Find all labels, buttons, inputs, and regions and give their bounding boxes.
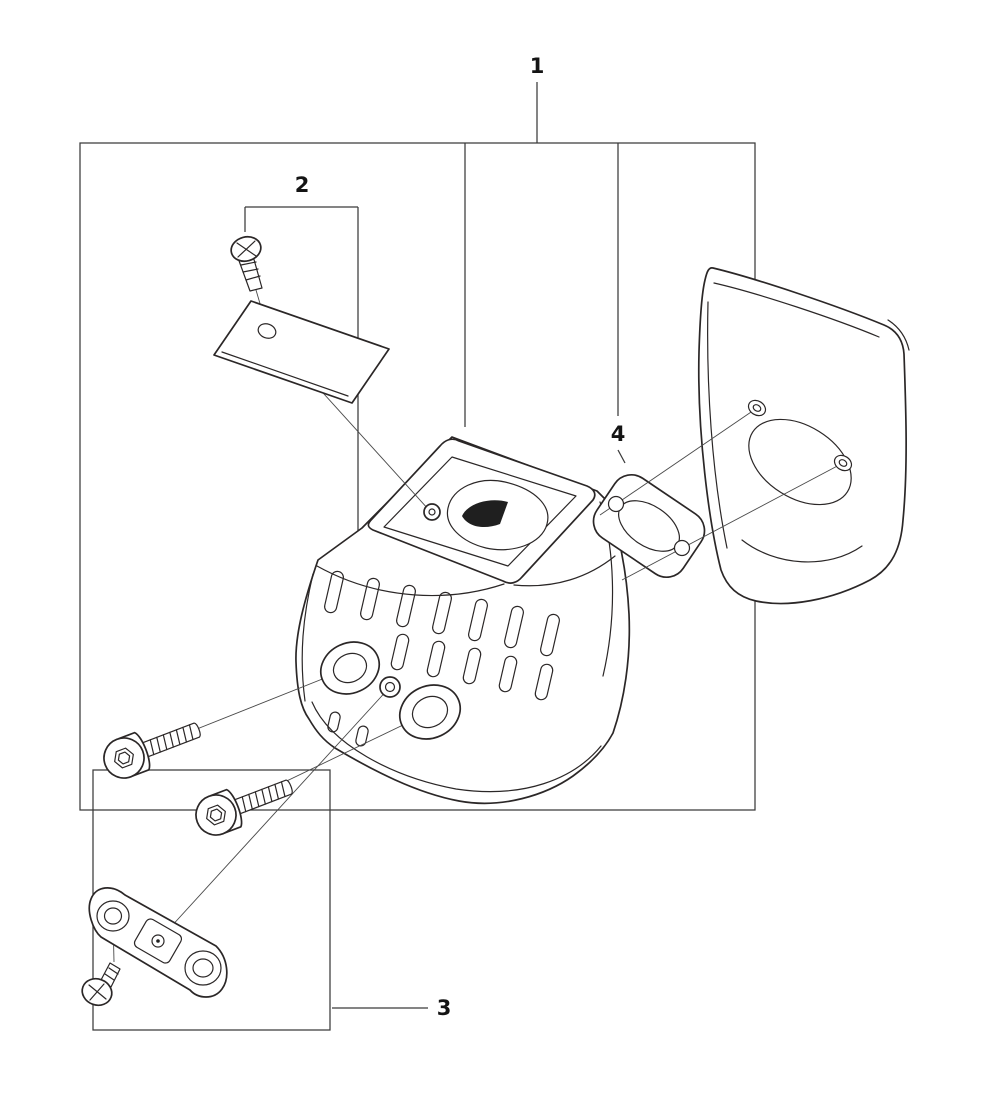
cover-axis-line-2: [621, 462, 844, 581]
deflector-screw: [230, 235, 263, 292]
socket-head-bolt-1: [97, 709, 207, 785]
deflector-opening: [462, 500, 508, 528]
callout-label-3: 3: [437, 996, 452, 1020]
muffler-flange-line: [311, 701, 602, 793]
deflector-plate: [213, 300, 390, 404]
callout-label-4: 4: [611, 422, 626, 446]
exhaust-rib-slots: [324, 570, 560, 747]
platform-recess: [383, 456, 577, 567]
gasket-bolt-hole-1: [607, 495, 625, 513]
item-3-group-box: [92, 769, 428, 1031]
cover-inner-top-line: [713, 282, 880, 338]
gasket-bolt-hole-2: [673, 539, 691, 557]
cover-thickness-edge: [887, 319, 910, 351]
plate-screw-hole: [257, 323, 277, 339]
fastener-holes: [607, 399, 853, 557]
callout-4-leader-stub: [617, 449, 626, 464]
socket-head-bolt-2: [189, 766, 299, 842]
cover-axis-line-1: [599, 407, 758, 516]
muffler-body: [295, 436, 631, 805]
callout-label-1: 1: [530, 54, 545, 78]
muffler-cover: [697, 267, 910, 605]
cover-recess-oval: [748, 418, 852, 506]
muffler-top-platform: [367, 438, 596, 584]
plate-edge-line: [221, 351, 349, 397]
muffler-mount-bosses: [319, 503, 462, 740]
muffler-right-crease: [513, 555, 616, 587]
muffler-front-crease: [316, 565, 505, 597]
bracket-screw: [81, 962, 121, 1007]
muffler-bracket-strap: [88, 887, 228, 998]
cover-lower-contour: [741, 539, 863, 563]
cover-alignment-lines: [599, 407, 844, 581]
callout-label-2: 2: [295, 173, 310, 197]
cover-inner-left-line: [707, 301, 728, 549]
bracket-axis-line: [157, 686, 391, 942]
